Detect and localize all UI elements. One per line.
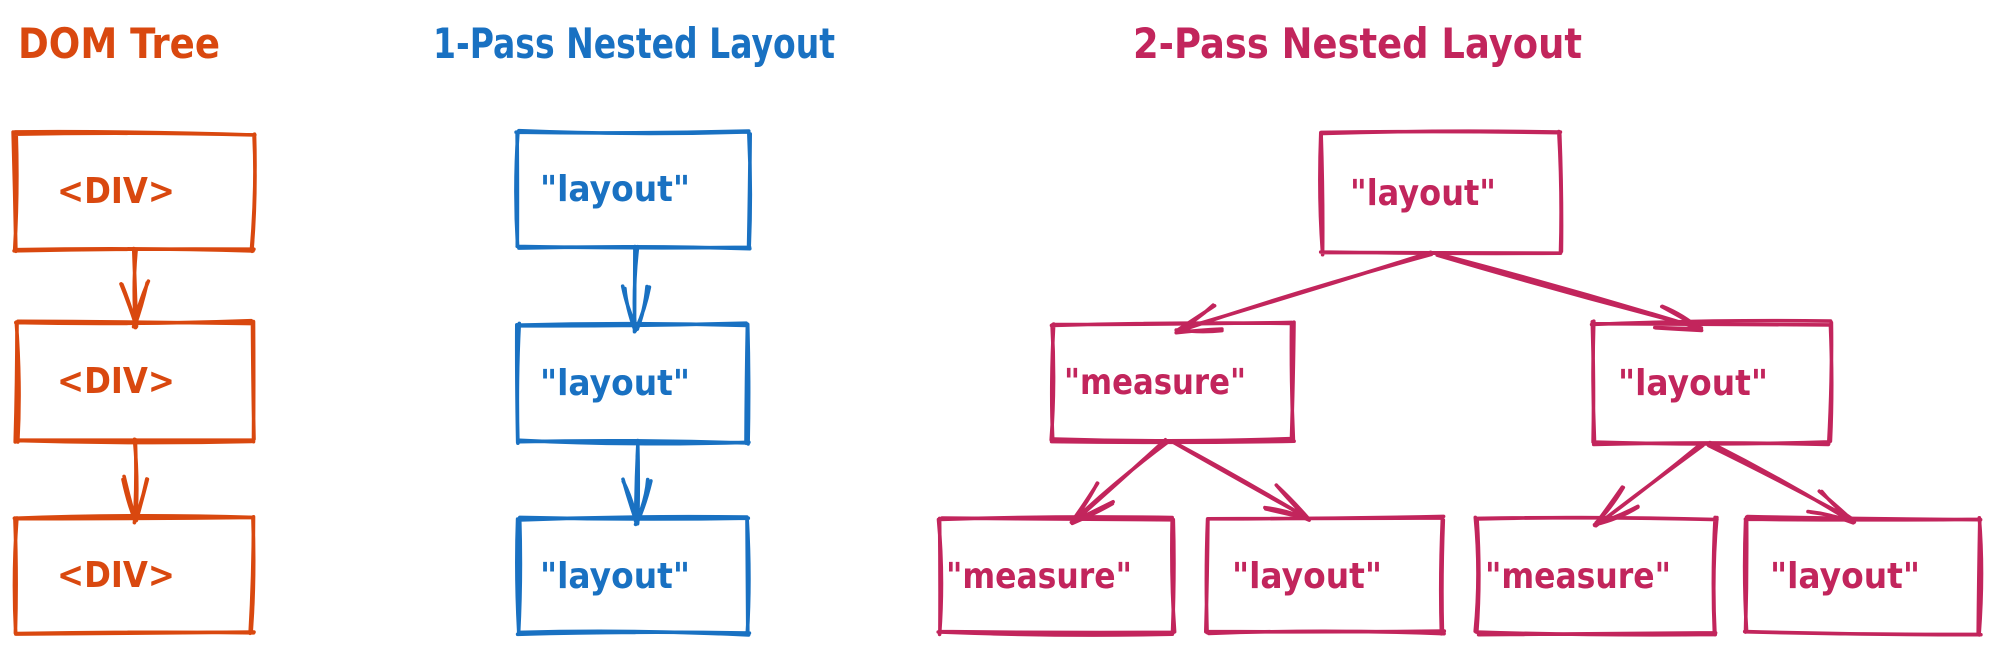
two-pass-leaf-measure-1-outline: [936, 515, 1177, 637]
two-pass-leaf-layout-1-outline: [1204, 514, 1447, 636]
dom-node-1: <DIV>: [11, 129, 257, 254]
two-pass-leaf-measure-2: "measure": [1473, 515, 1719, 637]
one-pass-title: 1-Pass Nested Layout: [433, 19, 835, 68]
one-pass-node-1-label: "layout": [540, 169, 690, 210]
one-pass-node-3-label: "layout": [540, 556, 690, 597]
one-pass-node-3-outline: [515, 514, 752, 637]
two-pass-root-label: "layout": [1350, 173, 1496, 214]
two-pass-leaf-layout-2-outline: [1742, 514, 1984, 637]
two-pass-diagram: 2-Pass Nested Layout "layout" "measure" …: [936, 19, 1984, 637]
two-pass-arrow-layout-layout: [1706, 440, 1857, 525]
two-pass-leaf-measure-2-outline: [1473, 515, 1719, 637]
dom-node-1-label: <DIV>: [57, 171, 175, 212]
two-pass-layout-label: "layout": [1618, 363, 1768, 404]
two-pass-layout-node: "layout": [1589, 318, 1834, 447]
dom-node-2-label: <DIV>: [57, 361, 175, 402]
two-pass-measure-label: "measure": [1064, 362, 1246, 403]
dom-tree-diagram: DOM Tree <DIV> <DIV> <DIV>: [11, 19, 257, 636]
two-pass-leaf-layout-1: "layout": [1204, 514, 1447, 636]
one-pass-diagram: 1-Pass Nested Layout "layout" "layout" "…: [433, 19, 835, 637]
one-pass-node-3: "layout": [515, 514, 752, 637]
two-pass-measure-node: "measure": [1049, 320, 1296, 445]
dom-node-3: <DIV>: [12, 514, 256, 636]
two-pass-title: 2-Pass Nested Layout: [1133, 19, 1582, 68]
dom-node-3-label: <DIV>: [57, 555, 175, 596]
two-pass-leaf-measure-2-label: "measure": [1485, 556, 1671, 597]
dom-arrow-1-2: [119, 246, 151, 330]
one-pass-node-2-label: "layout": [540, 363, 690, 404]
one-pass-arrow-2-3: [621, 438, 653, 527]
two-pass-leaf-layout-2: "layout": [1742, 514, 1984, 637]
one-pass-arrow-1-2: [620, 244, 652, 334]
dom-arrow-2-3: [121, 437, 150, 525]
two-pass-arrow-measure-layout: [1171, 440, 1311, 522]
two-pass-leaf-layout-2-label: "layout": [1770, 556, 1920, 597]
two-pass-leaf-measure-1: "measure": [936, 515, 1177, 637]
two-pass-arrow-root-layout: [1435, 252, 1704, 333]
dom-node-3-outline: [12, 514, 256, 636]
two-pass-leaf-layout-1-label: "layout": [1232, 556, 1382, 597]
one-pass-node-1: "layout": [514, 128, 753, 251]
one-pass-node-2-outline: [514, 321, 751, 446]
dom-tree-title: DOM Tree: [18, 19, 220, 68]
two-pass-leaf-measure-1-label: "measure": [946, 556, 1132, 597]
dom-node-2: <DIV>: [13, 318, 256, 445]
two-pass-root-node: "layout": [1318, 129, 1564, 257]
two-pass-arrow-root-measure: [1174, 250, 1434, 335]
one-pass-node-2: "layout": [514, 321, 751, 446]
two-pass-arrow-measure-measure: [1069, 438, 1170, 526]
two-pass-arrow-layout-measure: [1592, 441, 1705, 528]
